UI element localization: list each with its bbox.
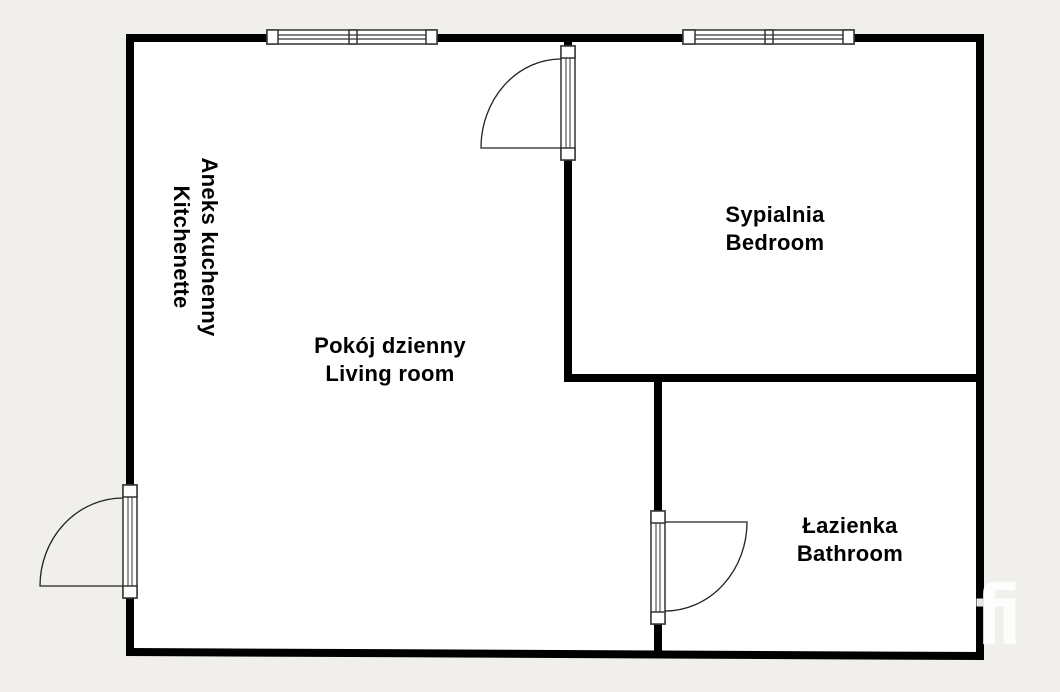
- watermark-logo: fi: [975, 567, 1021, 663]
- room-label-bathroom-en: Bathroom: [796, 541, 904, 566]
- room-label-bedroom-en: Bedroom: [725, 230, 825, 255]
- door-bathroom: [650, 510, 748, 625]
- wall-bottom: [125, 647, 985, 661]
- room-label-kitchenette-pl: Aneks kuchenny: [197, 157, 222, 337]
- room-label-living-pl: Pokój dzienny: [314, 333, 466, 358]
- room-label-bathroom-pl: Łazienka: [802, 513, 898, 538]
- window-bedroom-top: [682, 29, 855, 45]
- door-entrance: [39, 484, 138, 599]
- room-label-living-en: Living room: [325, 361, 455, 386]
- room-label-kitchenette-en: Kitchenette: [169, 185, 194, 309]
- door-bedroom: [480, 45, 576, 161]
- room-label-bedroom: Sypialnia Bedroom: [700, 201, 850, 257]
- floor-area: [130, 36, 980, 654]
- room-label-kitchenette: Aneks kuchenny Kitchenette: [167, 122, 223, 372]
- room-label-living: Pokój dzienny Living room: [290, 332, 490, 388]
- room-label-bedroom-pl: Sypialnia: [725, 202, 825, 227]
- room-label-bathroom: Łazienka Bathroom: [775, 512, 925, 568]
- window-living-top: [266, 29, 438, 45]
